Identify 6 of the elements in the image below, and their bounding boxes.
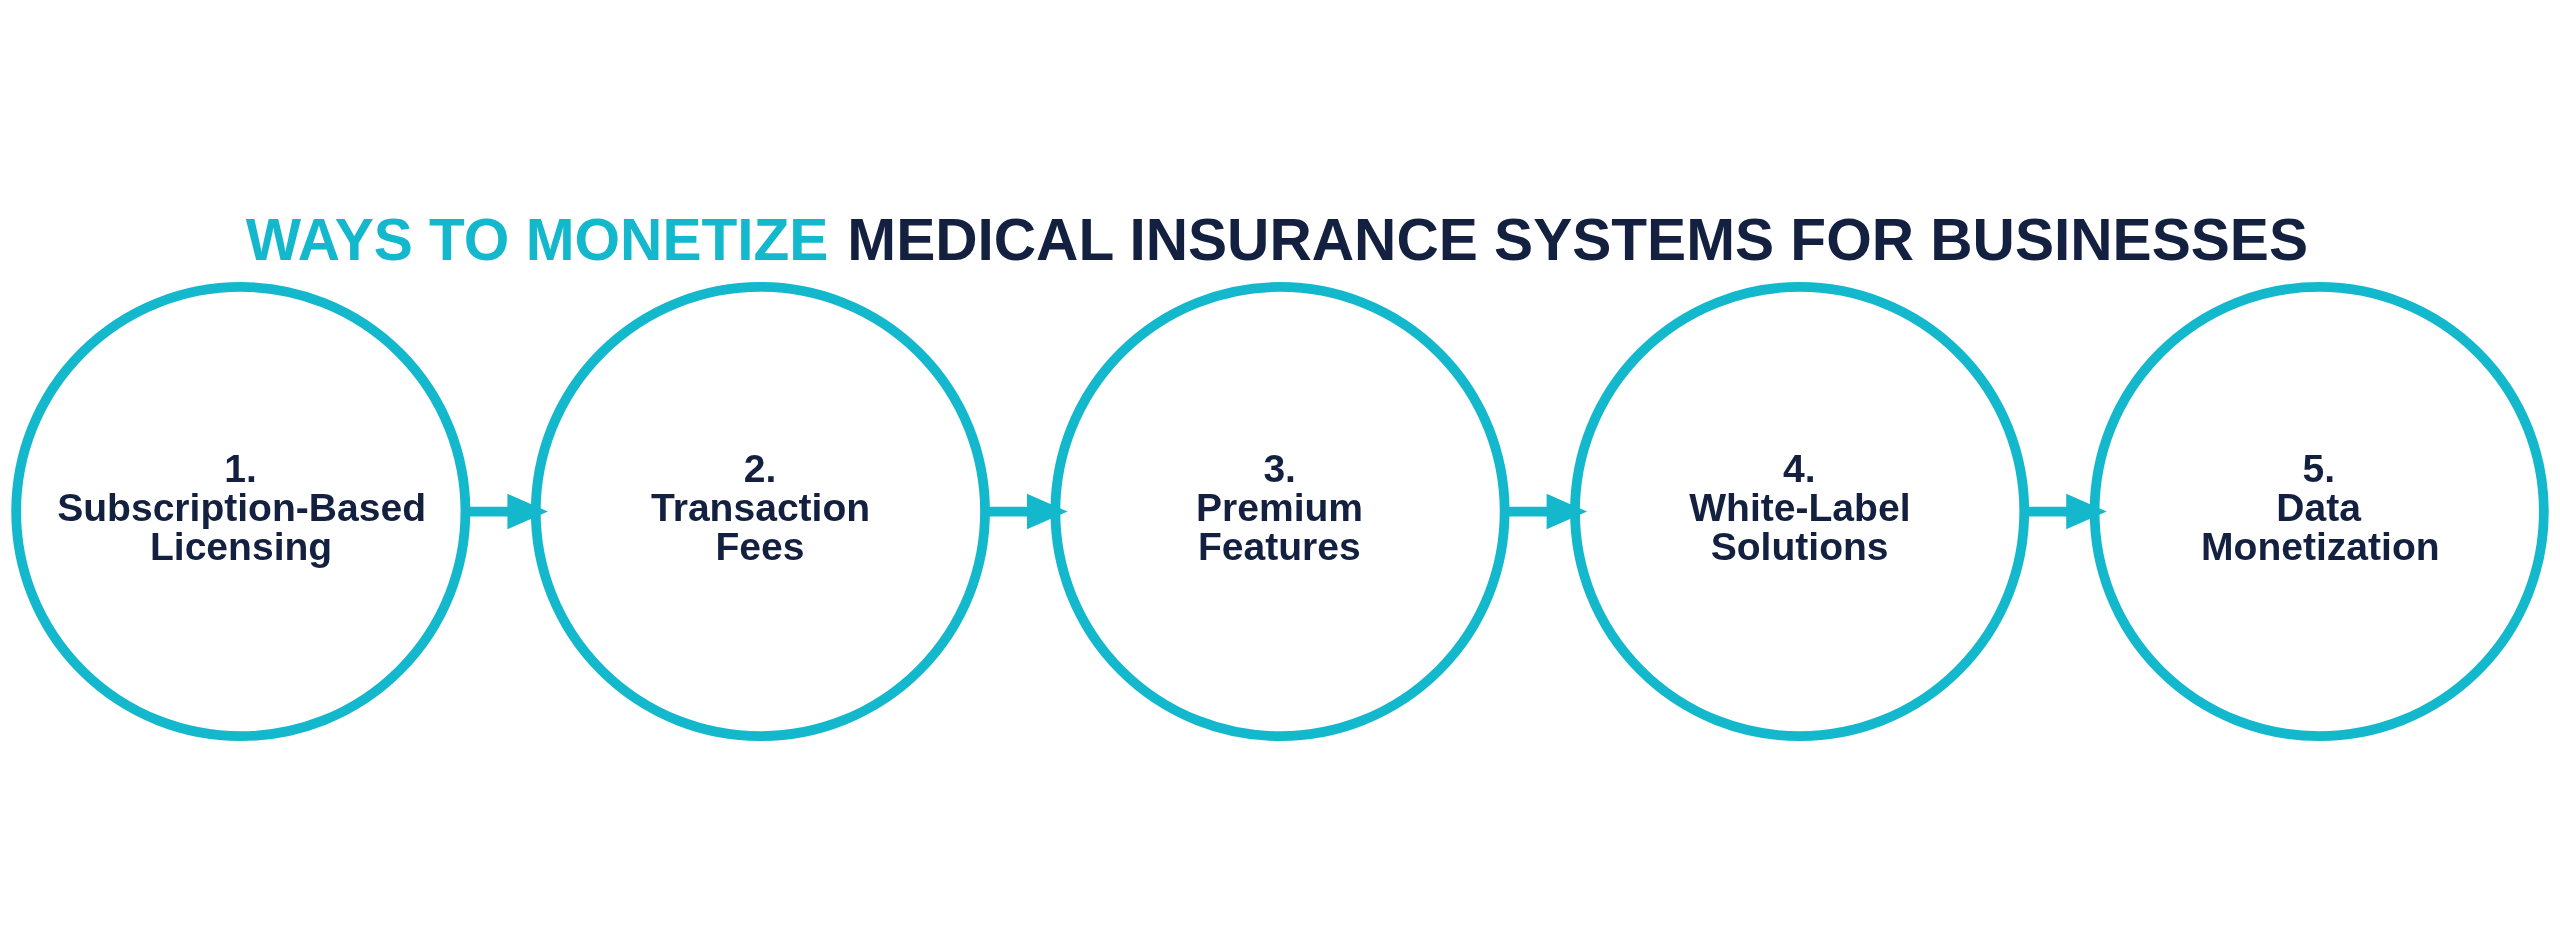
- node-circle: 4. White-Label Solutions: [1570, 282, 2030, 742]
- node-circle: 5. Data Monetization: [2089, 282, 2549, 742]
- node-circle: 3. Premium Features: [1050, 282, 1510, 742]
- node-circle: 1. Subscription-Based Licensing: [11, 282, 471, 742]
- diagram-title: WAYS TO MONETIZE MEDICAL INSURANCE SYSTEMS FOR BUSINESSES: [245, 206, 2309, 272]
- node-circle: 2. Transaction Fees: [530, 282, 990, 742]
